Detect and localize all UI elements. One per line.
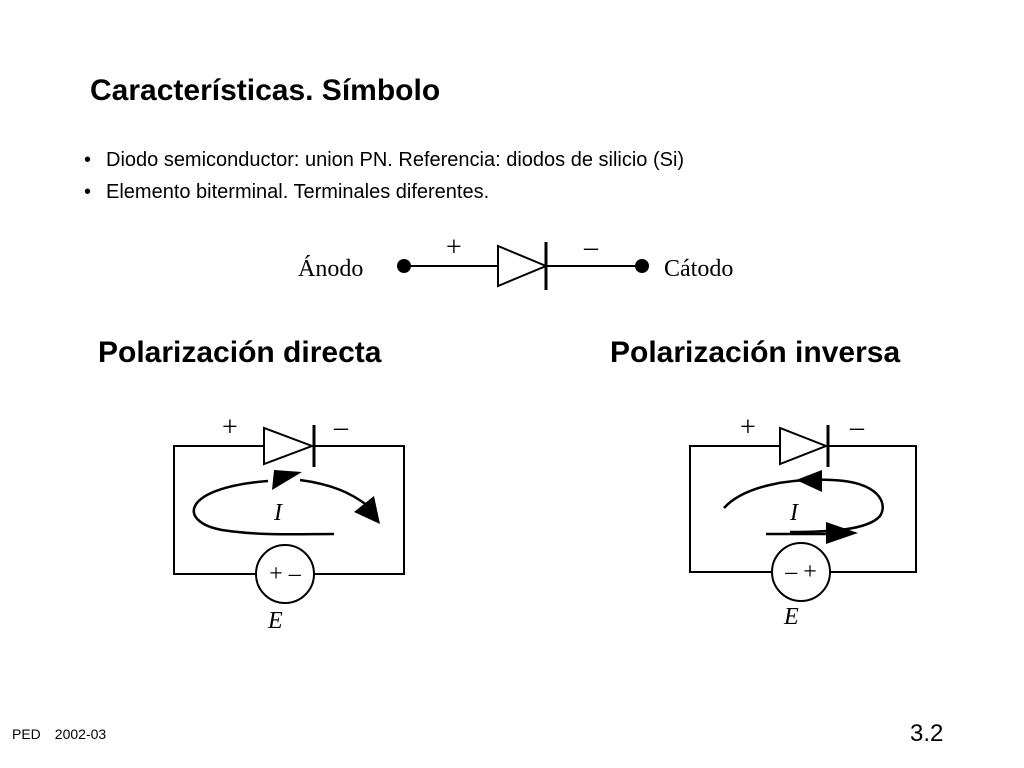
cathode-terminal [635, 259, 649, 273]
anode-label: Ánodo [298, 256, 363, 282]
source-label: E [267, 608, 283, 634]
voltage-source [771, 542, 831, 602]
reverse-bias-title: Polarización inversa [610, 336, 901, 369]
current-arrow [354, 496, 380, 524]
footer: PED 2002-03 [12, 726, 106, 742]
plus-sign: + [740, 412, 756, 443]
page-title: Características. Símbolo [90, 74, 441, 107]
current-arrow [796, 470, 822, 492]
page-number: 3.2 [910, 720, 944, 747]
diode-triangle [779, 426, 829, 466]
current-loop [723, 478, 884, 534]
minus-sign: – [849, 412, 865, 443]
bullet-text: Diodo semiconductor: union PN. Referenci… [106, 149, 685, 171]
list-item: • Elemento biterminal. Terminales difere… [84, 178, 684, 210]
bullet-icon: • [84, 181, 92, 203]
current-label: I [789, 500, 799, 526]
circuit-wire [828, 445, 917, 573]
list-item: • Diodo semiconductor: union PN. Referen… [84, 146, 684, 178]
voltage-source [255, 544, 315, 604]
circuit-wire [314, 445, 405, 575]
cathode-label: Cátodo [664, 256, 733, 282]
source-polarity: + – [269, 561, 302, 587]
circuit-wire [173, 445, 264, 575]
year-label: 2002-03 [54, 726, 107, 742]
diode-triangle [497, 244, 549, 288]
current-arrow [826, 522, 858, 544]
plus-sign: + [222, 412, 238, 443]
forward-bias-title: Polarización directa [98, 336, 382, 369]
diode-triangle [263, 426, 315, 466]
course-label: PED [12, 726, 41, 742]
bullet-icon: • [84, 149, 92, 171]
minus-sign: – [333, 412, 349, 443]
source-label: E [783, 604, 799, 630]
plus-sign: + [446, 232, 462, 263]
bullet-text: Elemento biterminal. Terminales diferent… [106, 181, 490, 203]
forward-bias-circuit: + – E + – I [173, 412, 405, 634]
current-loop [299, 478, 369, 507]
reverse-bias-circuit: – + E + – I [689, 412, 917, 630]
diode-symbol: Ánodo Cátodo + – [298, 232, 733, 290]
source-polarity: – + [784, 559, 817, 585]
current-arrow [272, 470, 302, 490]
circuit-wire [689, 445, 780, 573]
current-loop [192, 479, 335, 536]
bullet-list: • Diodo semiconductor: union PN. Referen… [84, 146, 684, 210]
minus-sign: – [583, 232, 599, 263]
current-label: I [273, 500, 283, 526]
